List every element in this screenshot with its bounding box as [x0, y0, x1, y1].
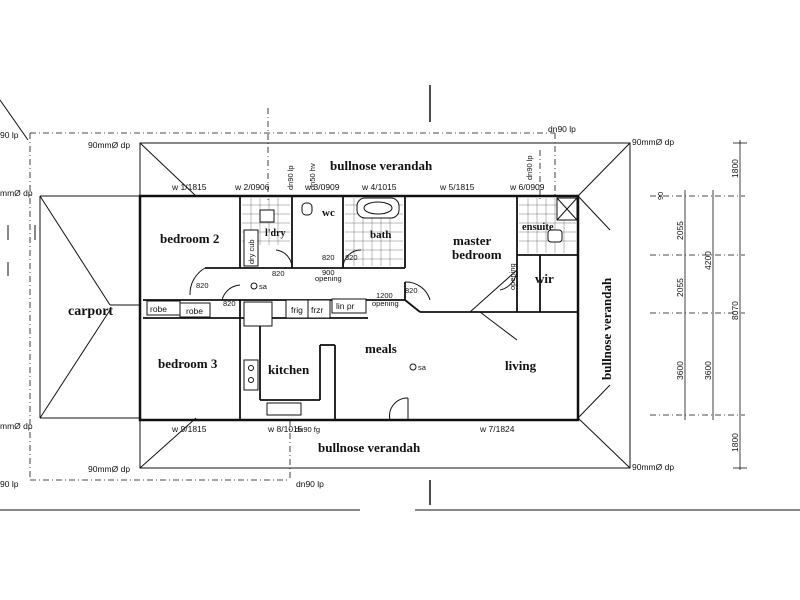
setout-lines	[29, 108, 745, 481]
door-width-820-c: 820	[272, 269, 285, 278]
pantry-box	[243, 301, 273, 327]
dim-label-90: 90	[656, 192, 665, 200]
opening-label-1: opening	[315, 274, 342, 283]
door-width-820-b: 820	[223, 299, 236, 308]
door-width-900: 900	[322, 268, 335, 277]
window-label-w8: w 8/1015	[267, 424, 303, 434]
room-label-bedroom-3: bedroom 3	[158, 356, 218, 371]
dim-label-8070: 8070	[730, 301, 740, 320]
window-label-w4: w 4/1015	[361, 182, 397, 192]
room-label-carport: carport	[68, 304, 113, 319]
dp-label-edge-top: mmØ dp	[0, 188, 33, 198]
lin-pr-box	[331, 298, 367, 314]
door-width-820-a: 820	[196, 281, 209, 290]
opening-label-2: opening	[372, 299, 399, 308]
window-label-w5: w 5/1815	[439, 182, 475, 192]
downpipe-label-top: dn90 lp	[548, 124, 576, 134]
dry-cub-box	[243, 229, 259, 267]
dim-label-2055-a: 2055	[675, 221, 685, 240]
robe-label-2: robe	[186, 306, 203, 316]
downpipe-label-ensuite: dn90 lp	[525, 155, 534, 180]
dim-label-4200: 4200	[703, 251, 713, 270]
cooktop-icon	[243, 359, 259, 391]
window-label-w3: w 3/0909	[304, 182, 340, 192]
dim-label-2055-b: 2055	[675, 278, 685, 297]
dp-label-top-right: 90mmØ dp	[632, 137, 674, 147]
doors	[189, 249, 518, 421]
window-label-w2: w 2/0906	[234, 182, 270, 192]
door-width-1200: 1200	[376, 291, 393, 300]
smoke-alarm-icons	[250, 282, 417, 371]
verandah-label-top: bullnose verandah	[330, 158, 433, 173]
room-label-wc: wc	[322, 207, 335, 219]
smoke-alarm-icon	[250, 282, 258, 290]
frzr-label: frzr	[311, 305, 323, 315]
dp-label-edge-bottom: mmØ dp	[0, 421, 33, 431]
dp-label-top-left: 90mmØ dp	[88, 140, 130, 150]
room-label-kitchen: kitchen	[268, 362, 310, 377]
dim-label-1800-bottom: 1800	[730, 433, 740, 452]
window-label-w6: w 6/0909	[509, 182, 545, 192]
dry-cub-label: dry cub	[247, 239, 256, 264]
bathtub-icon	[356, 197, 400, 219]
external-walls	[138, 194, 580, 422]
door-width-820-d: 820	[322, 253, 335, 262]
room-label-wir: wir	[535, 271, 554, 286]
frig-label: frig	[291, 305, 303, 315]
verandah-label-bottom: bullnose verandah	[318, 440, 421, 455]
smoke-alarm-label-1: sa	[259, 282, 268, 291]
verandah-label-right: bullnose verandah	[599, 277, 614, 380]
fixtures	[146, 197, 578, 416]
dimension-lines	[684, 140, 747, 470]
frzr-box	[307, 299, 331, 319]
room-label-bedroom-2: bedroom 2	[160, 231, 219, 246]
door-width-820-f: 820	[405, 286, 418, 295]
window-label-w1: w 1/1815	[171, 182, 207, 192]
window-label-w7: w 7/1824	[479, 424, 515, 434]
dp-label-bottom-left: 90mmØ dp	[88, 464, 130, 474]
room-label-ensuite: ensuite	[522, 222, 554, 233]
robe-label-1: robe	[150, 304, 167, 314]
ldry-tub-icon	[259, 209, 275, 223]
downpipe-label-bottom: dn90 lp	[296, 479, 324, 489]
room-label-living: living	[505, 358, 537, 373]
dim-label-3600-a: 3600	[675, 361, 685, 380]
smoke-alarm-label-2: sa	[418, 363, 427, 372]
room-label-ldry: l'dry	[265, 228, 286, 239]
kitchen-sink-icon	[266, 402, 302, 416]
dim-label-1800-top: 1800	[730, 159, 740, 178]
scan-artefacts	[0, 85, 800, 511]
wir-opening-label: opening	[508, 263, 517, 290]
roof-outline	[139, 142, 631, 469]
room-label-master-1: master	[453, 233, 491, 248]
ensuite-basin-icon	[547, 229, 563, 243]
carport-outline	[39, 195, 140, 419]
lp-label-edge-top: 90 lp	[0, 130, 19, 140]
dim-label-3600-b: 3600	[703, 361, 713, 380]
window-label-w9: w 9/1815	[171, 424, 207, 434]
wir-lines	[469, 269, 518, 341]
lp-label-edge-bottom: 90 lp	[0, 479, 19, 489]
downpipe-label-hv: dn50 hv	[308, 163, 317, 190]
lin-pr-label: lin pr	[336, 301, 355, 311]
room-label-master-2: bedroom	[452, 247, 502, 262]
downpipe-label-bath: dn90 lp	[286, 165, 295, 190]
smoke-alarm-icon	[409, 363, 417, 371]
wc-toilet-icon	[301, 202, 313, 216]
door-width-820-e: 820	[345, 253, 358, 262]
robe2-box	[179, 302, 211, 318]
room-label-meals: meals	[365, 341, 397, 356]
downpipe-label-fg: dn90 fg	[295, 425, 320, 434]
room-label-bath: bath	[370, 229, 391, 241]
dp-label-bottom-right: 90mmØ dp	[632, 462, 674, 472]
